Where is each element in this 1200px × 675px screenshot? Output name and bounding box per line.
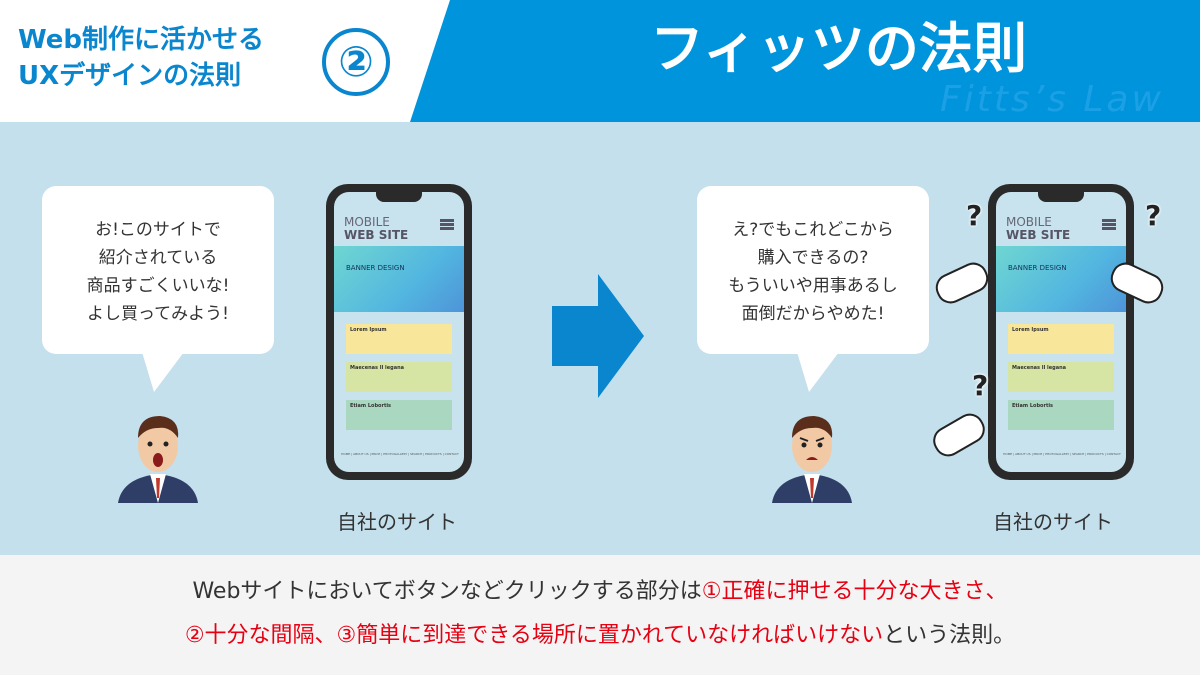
phone-card: Etiam Lobortis [346, 400, 452, 430]
phone-website-label: WEB SITE [344, 228, 409, 242]
summary-normal: という法則。 [883, 623, 1016, 648]
phone-banner: BANNER DESIGN [334, 246, 464, 312]
phone-website-label: WEB SITE [1006, 228, 1071, 242]
speech-bubble-left: お!このサイトで 紹介されている 商品すごくいいな! よし買ってみよう! [42, 186, 274, 392]
pointing-hand-icon [928, 408, 990, 462]
page-title: フィッツの法則 [650, 17, 1027, 80]
phone-banner-label: BANNER DESIGN [1008, 264, 1067, 272]
hamburger-menu-icon [440, 219, 454, 230]
phone-card: Lorem Ipsum [346, 324, 452, 354]
phone-banner-label: BANNER DESIGN [346, 264, 405, 272]
caption-left: 自社のサイト [337, 510, 457, 534]
phone-mobile-label: MOBILE [344, 215, 390, 229]
bubble-line: もういいや用事あるし [728, 276, 898, 296]
phone-card: Etiam Lobortis [1008, 400, 1114, 430]
bubble-line: 紹介されている [98, 248, 218, 268]
surprised-man-icon [118, 416, 198, 503]
question-mark: ? [972, 369, 989, 402]
phone-footer: HOME | ABOUT US | PRICE | PHOTOGALLERY |… [341, 452, 459, 456]
pointing-hand-icon [931, 257, 993, 309]
speech-bubble-right: え?でもこれどこから 購入できるの? もういいや用事あるし 面倒だからやめた! [697, 186, 929, 392]
bubble-line: え?でもこれどこから [732, 220, 894, 240]
arrow-right-icon [552, 274, 644, 398]
subtitle: Fitts’s Law [940, 79, 1164, 120]
question-mark: ? [966, 199, 983, 232]
summary-normal: Webサイトにおいてボタンなどクリックする部分は [192, 579, 702, 604]
summary-text: Webサイトにおいてボタンなどクリックする部分は①正確に押せる十分な大きさ、 ②… [0, 555, 1200, 675]
phone-banner: BANNER DESIGN [996, 246, 1126, 312]
header: Web制作に活かせる UXデザインの法則 ② Fitts’s Law フィッツの… [0, 0, 1200, 122]
phone-footer: HOME | ABOUT US | PRICE | PHOTOGALLERY |… [1003, 452, 1121, 456]
bubble-line: よし買ってみよう! [87, 304, 229, 324]
episode-number: ② [322, 28, 390, 96]
bubble-line: お!このサイトで [95, 220, 221, 240]
phone-mobile-label: MOBILE [1006, 215, 1052, 229]
summary-highlight: ①正確に押せる十分な大きさ、 [701, 579, 1008, 604]
bubble-line: 購入できるの? [757, 248, 869, 268]
bubble-line: 商品すごくいいな! [86, 276, 230, 296]
series-title-line1: Web制作に活かせる [18, 25, 264, 55]
phone-card: Lorem Ipsum [1008, 324, 1114, 354]
phone-card: Maecenas Il legana [346, 362, 452, 392]
caption-right: 自社のサイト [993, 510, 1113, 534]
question-mark: ? [1145, 199, 1162, 232]
series-title: Web制作に活かせる UXデザインの法則 [18, 22, 264, 94]
summary-highlight: ②十分な間隔、③簡単に到達できる場所に置かれていなければいけない [184, 623, 884, 648]
hamburger-menu-icon [1102, 219, 1116, 230]
annoyed-man-icon [772, 416, 852, 503]
series-title-line2: UXデザインの法則 [18, 61, 242, 91]
bubble-line: 面倒だからやめた! [741, 304, 885, 324]
phone-card: Maecenas Il legana [1008, 362, 1114, 392]
